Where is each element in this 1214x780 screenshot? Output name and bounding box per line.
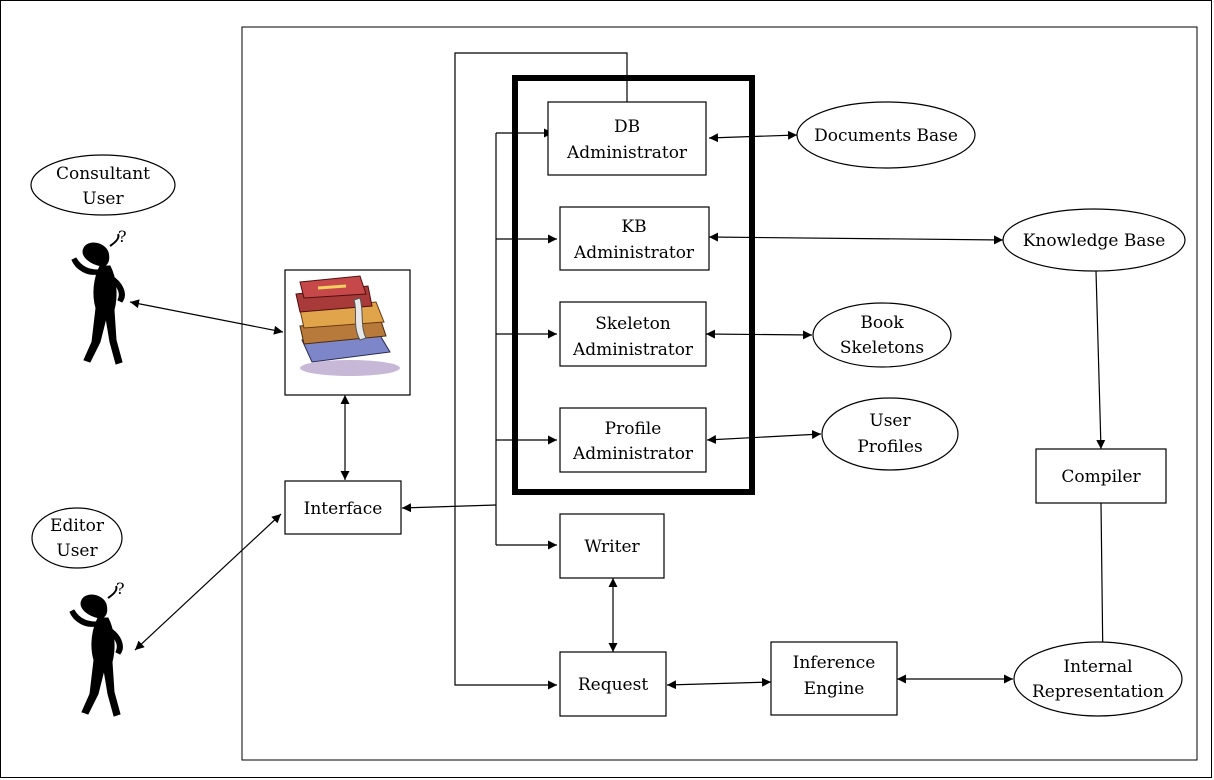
knowledge-base-store: Knowledge Base (1002, 208, 1186, 272)
documents-base-store: Documents Base (796, 101, 976, 169)
svg-text:User: User (82, 189, 124, 209)
svg-text:Profile: Profile (605, 419, 662, 439)
svg-text:Skeletons: Skeletons (840, 338, 924, 358)
svg-text:Compiler: Compiler (1061, 467, 1141, 487)
compiler-box: Compiler (1035, 448, 1167, 504)
inference-engine-box: Inference Engine (770, 641, 898, 716)
svg-text:Administrator: Administrator (573, 243, 695, 263)
svg-text:Documents Base: Documents Base (814, 126, 958, 146)
svg-text:Book: Book (860, 313, 904, 333)
book-skeletons-store: Book Skeletons (812, 302, 952, 368)
svg-text:Profiles: Profiles (857, 437, 922, 457)
consultant-user-label: Consultant User (30, 154, 176, 216)
svg-text:Engine: Engine (804, 679, 865, 699)
svg-text:Editor: Editor (50, 516, 105, 536)
connectors (129, 52, 1108, 690)
svg-text:Consultant: Consultant (56, 164, 150, 184)
svg-text:?: ? (116, 579, 125, 598)
administrators-group (512, 75, 755, 495)
kb-administrator-box: KB Administrator (559, 206, 710, 271)
system-boundary (241, 26, 1198, 761)
db-administrator-box: DB Administrator (547, 101, 707, 176)
svg-text:Skeleton: Skeleton (595, 314, 671, 334)
profile-administrator-box: Profile Administrator (559, 407, 707, 473)
svg-text:Administrator: Administrator (572, 340, 694, 360)
interface-box: Interface (284, 480, 402, 535)
svg-text:User: User (56, 541, 98, 561)
svg-text:Interface: Interface (304, 499, 383, 519)
request-box: Request (559, 651, 667, 717)
svg-text:Request: Request (578, 675, 648, 695)
svg-text:Representation: Representation (1032, 682, 1164, 702)
writer-box: Writer (559, 513, 665, 579)
svg-text:DB: DB (614, 117, 640, 137)
editor-person-icon: ? (69, 579, 125, 717)
svg-text:KB: KB (621, 217, 646, 237)
svg-text:User: User (869, 411, 911, 431)
svg-text:Internal: Internal (1063, 657, 1132, 677)
books-stack-icon (295, 275, 400, 376)
svg-text:Writer: Writer (584, 537, 640, 557)
user-profiles-store: User Profiles (821, 397, 959, 471)
books-icon-box (284, 269, 411, 396)
svg-text:Knowledge Base: Knowledge Base (1023, 231, 1166, 251)
svg-text:Administrator: Administrator (572, 444, 694, 464)
editor-user-label: Editor User (31, 507, 123, 569)
internal-representation-store: Internal Representation (1013, 641, 1183, 717)
svg-text:Administrator: Administrator (566, 143, 688, 163)
consultant-person-icon: ? (71, 227, 127, 365)
svg-text:?: ? (118, 227, 127, 246)
skeleton-administrator-box: Skeleton Administrator (559, 301, 707, 367)
svg-text:Inference: Inference (793, 653, 876, 673)
